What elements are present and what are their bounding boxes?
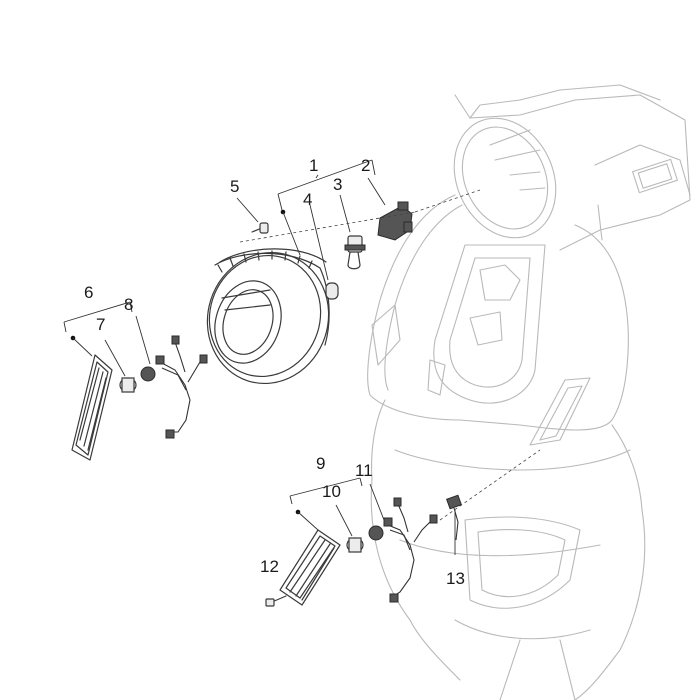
callout-7: 7: [96, 315, 105, 334]
callout-9: 9: [316, 454, 325, 473]
headlight-bulb-part: [344, 235, 366, 270]
callout-labels: 1 2 3 4 5 6 7 8 9 10 11 12 13: [84, 156, 465, 588]
screw-part-5: [251, 222, 269, 234]
callout-3: 3: [333, 175, 342, 194]
callout-4: 4: [303, 190, 312, 209]
callout-5: 5: [230, 177, 239, 196]
right-indicator-group: [265, 494, 462, 607]
bulb-socket-part: [377, 201, 413, 241]
callout-6: 6: [84, 283, 93, 302]
callout-11: 11: [355, 461, 373, 480]
callout-1: 1: [309, 156, 318, 175]
left-indicator-group: [71, 335, 208, 461]
callout-8: 8: [124, 295, 133, 314]
leader-lines: [63, 159, 541, 555]
headlight-assembly: [206, 248, 330, 385]
scooter-front-outline: [367, 84, 691, 700]
callout-2: 2: [361, 156, 370, 175]
parking-bulb-part: [325, 282, 339, 300]
callout-10: 10: [322, 482, 341, 501]
callout-12: 12: [260, 557, 279, 576]
callout-13: 13: [446, 569, 465, 588]
